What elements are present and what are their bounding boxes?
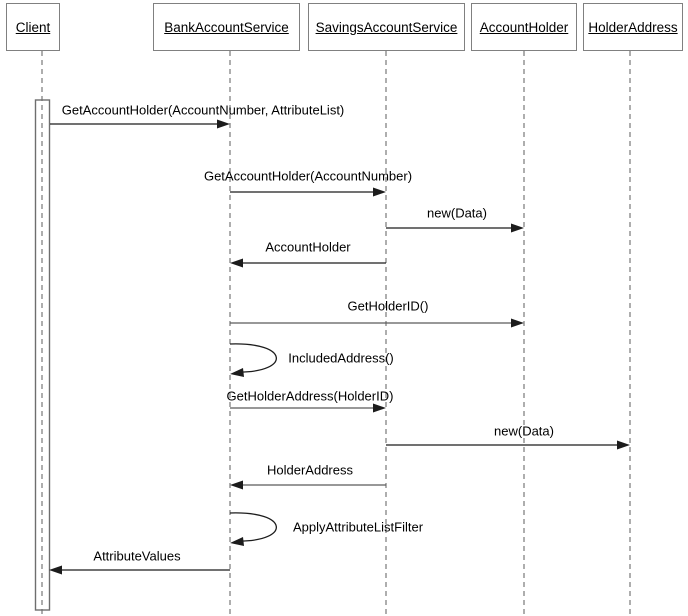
self-loop-line-10 [229,512,277,542]
message-label-get-holder-id: GetHolderID() [347,298,429,314]
arrowhead-right-icon [373,187,386,197]
actor-box-client: Client [6,3,60,51]
arrowhead-right-icon [373,403,386,413]
arrowhead-left-icon [230,258,243,268]
arrowhead-left-icon [49,565,62,575]
message-label-account-holder-return: AccountHolder [265,239,351,255]
arrowhead-right-icon [511,318,524,328]
message-label-holder-address-return: HolderAddress [267,462,353,478]
arrowhead-left-icon [230,537,244,546]
arrowhead-left-icon [230,480,243,490]
arrowhead-right-icon [217,119,230,129]
arrowhead-left-icon [230,368,244,377]
actor-label-savings-account-service: SavingsAccountService [315,19,458,35]
actor-box-savings-account-service: SavingsAccountService [308,3,465,51]
actor-label-bank-account-service: BankAccountService [164,19,289,35]
actor-label-holder-address: HolderAddress [588,19,678,35]
message-label-apply-attribute-list-filter: ApplyAttributeListFilter [292,519,424,535]
actor-box-holder-address: HolderAddress [583,3,683,51]
message-label-get-holder-address: GetHolderAddress(HolderID) [226,388,394,404]
message-label-get-account-holder-full: GetAccountHolder(AccountNumber, Attribut… [61,102,345,118]
message-label-get-account-holder: GetAccountHolder(AccountNumber) [203,168,413,184]
self-loop-line-6 [229,343,277,373]
message-label-new-data-holder-address: new(Data) [494,423,554,439]
actor-label-account-holder: AccountHolder [479,19,569,35]
actor-box-bank-account-service: BankAccountService [153,3,300,51]
arrowhead-right-icon [511,223,524,233]
activation-bar-client [34,99,51,611]
message-label-attribute-values: AttributeValues [93,548,181,564]
actor-box-account-holder: AccountHolder [471,3,577,51]
message-label-new-data-account-holder: new(Data) [427,205,487,221]
message-label-included-address: IncludedAddress() [288,350,394,366]
arrowhead-right-icon [617,440,630,450]
actor-label-client: Client [15,19,51,35]
